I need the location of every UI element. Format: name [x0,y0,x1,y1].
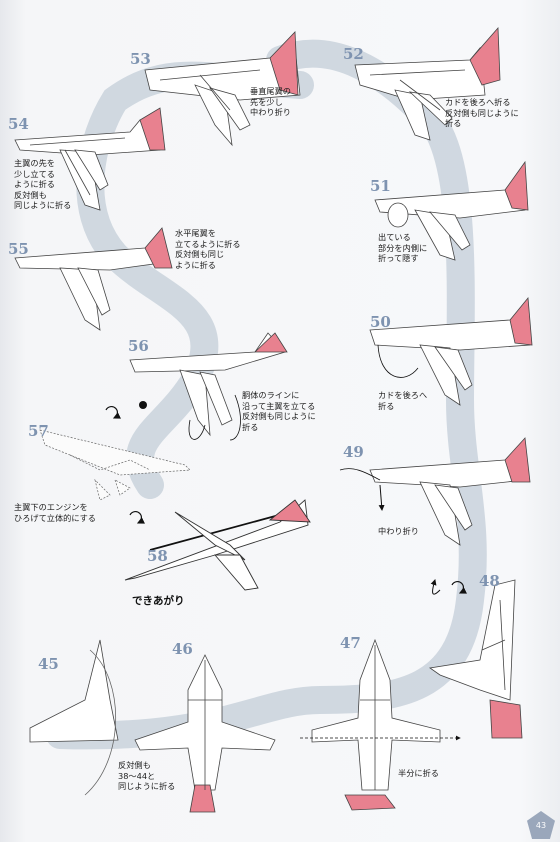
step-caption: 半分に折る [398,768,439,778]
rotate-arrow-icon [129,511,145,524]
step-caption: 出ている 部分を内側に 折って隠す [378,232,428,263]
step-45-figure [29,639,119,796]
step-caption: カドを後ろへ 折る [378,390,428,411]
step-number: 45 [38,655,59,673]
step-number: 48 [479,572,500,590]
step-49-figure [339,437,531,546]
step-50-figure [369,296,533,406]
step-number: 49 [343,443,364,461]
step-caption: 主翼下のエンジンを ひろげて立体的にする [14,502,96,523]
rotate-arrow-icon [105,406,121,419]
step-number: 46 [172,640,193,658]
fold-arrow-icon [378,484,385,511]
step-number: 47 [340,634,361,652]
step-caption: 水平尾翼を 立てるように折る 反対側も同じ ように折る [175,228,241,270]
eye-icon [139,401,147,409]
step-caption: 中わり折り [378,526,419,536]
step-number: 52 [343,45,364,63]
step-caption: 垂直尾翼の 先を少し 中わり折り [250,86,291,117]
step-51-figure [374,160,529,261]
step-number: 51 [370,177,391,195]
step-caption: 主翼の先を 少し立てる ように折る 反対側も 同じように折る [14,158,72,210]
step-caption: 反対側も 38〜44と 同じように折る [118,760,176,791]
fold-arrow-icon [430,579,441,595]
step-number: 50 [370,313,391,331]
step-57-figure [39,429,191,501]
finished-label: できあがり [132,595,185,607]
step-54-figure [14,107,166,211]
step-number: 56 [128,337,149,355]
step-53-figure [144,31,301,147]
step-number: 53 [130,50,151,68]
step-46-figure [134,654,276,813]
step-number: 55 [8,240,29,258]
step-number: 57 [28,422,49,440]
step-48-figure [428,579,523,739]
step-number: 54 [8,115,29,133]
step-58-figure [124,499,311,591]
step-55-figure [14,227,173,331]
step-caption: 胴体のラインに 沿って主翼を立てる 反対側も同じように 折る [242,390,316,432]
step-56-figure [129,332,288,441]
step-number: 58 [147,547,168,565]
step-47-figure [300,638,461,811]
step-caption: カドを後ろへ折る 反対側も同じように 折る [445,97,519,128]
step-52-figure [354,26,501,141]
rotate-arrow-icon [451,581,467,594]
